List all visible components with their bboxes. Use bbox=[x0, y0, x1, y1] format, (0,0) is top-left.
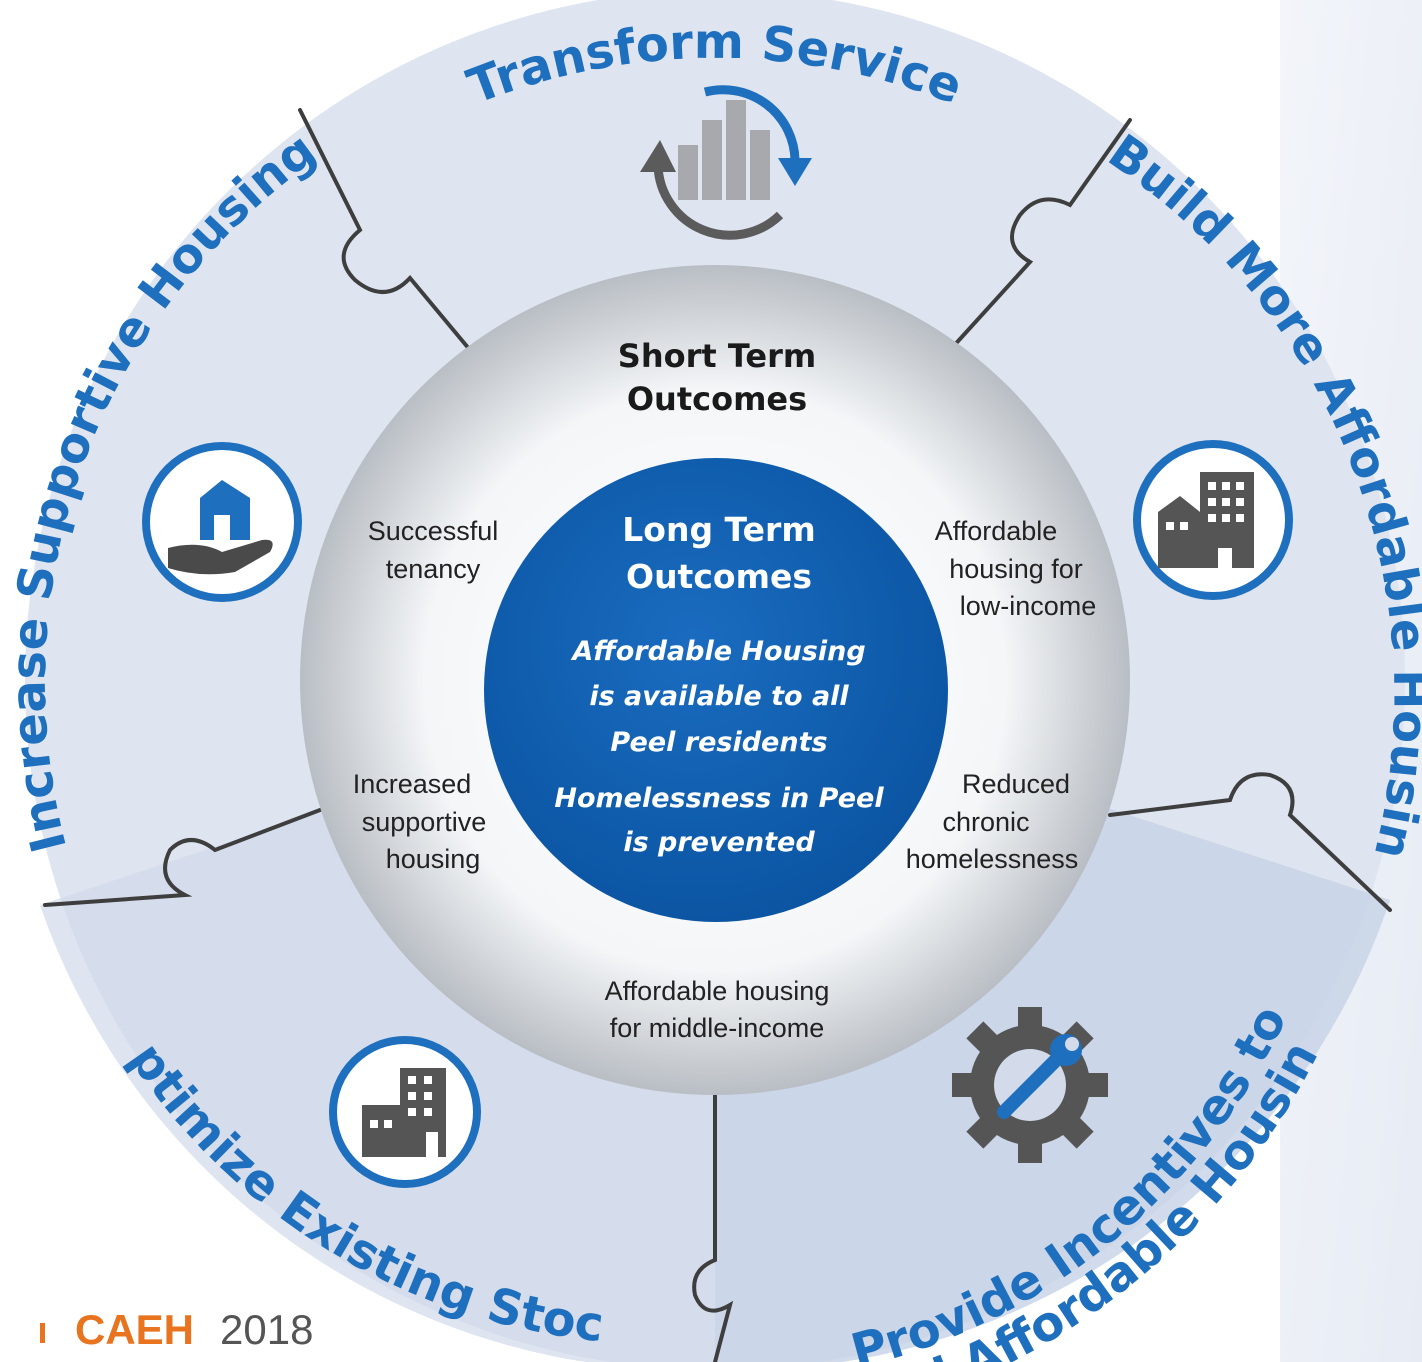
outcome-affordable-middle-2: for middle-income bbox=[610, 1013, 825, 1043]
outcome-affordable-low-3: low-income bbox=[960, 591, 1097, 621]
office-building-icon bbox=[329, 1036, 481, 1188]
short-term-heading-2: Outcomes bbox=[627, 380, 807, 418]
outcome-increased-supportive-1: Increased bbox=[353, 769, 472, 799]
footer-org: CAEH bbox=[75, 1306, 195, 1353]
short-term-heading-1: Short Term bbox=[618, 337, 816, 375]
refresh-chart-icon bbox=[640, 85, 812, 240]
long-term-circle bbox=[484, 458, 948, 922]
footer-year: 2018 bbox=[220, 1306, 314, 1353]
footer: CAEH 2018 bbox=[40, 1306, 313, 1354]
long-term-line-3: Peel residents bbox=[610, 727, 827, 758]
long-term-line-4: Homelessness in Peel bbox=[554, 783, 884, 814]
long-term-line-2: is available to all bbox=[589, 681, 849, 712]
outcome-affordable-low-1: Affordable bbox=[935, 516, 1058, 546]
outcome-successful-tenancy-2: tenancy bbox=[386, 554, 481, 584]
footer-accent-bar bbox=[40, 1322, 45, 1343]
outcome-reduced-chronic-3: homelessness bbox=[906, 844, 1079, 874]
hand-house-icon bbox=[142, 442, 302, 602]
long-term-heading-1: Long Term bbox=[622, 510, 815, 549]
buildings-icon bbox=[1133, 440, 1293, 600]
outcome-affordable-low-2: housing for bbox=[949, 554, 1083, 584]
outcome-reduced-chronic-1: Reduced bbox=[962, 769, 1070, 799]
long-term-heading-2: Outcomes bbox=[626, 557, 812, 596]
outcome-affordable-middle-1: Affordable housing bbox=[605, 976, 830, 1006]
gear-wrench-icon bbox=[952, 1007, 1108, 1163]
long-term-line-1: Affordable Housing bbox=[570, 636, 865, 667]
outcome-increased-supportive-3: housing bbox=[386, 844, 481, 874]
outcome-reduced-chronic-2: chronic bbox=[942, 807, 1029, 837]
outcome-increased-supportive-2: supportive bbox=[362, 807, 487, 837]
outcome-successful-tenancy-1: Successful bbox=[368, 516, 499, 546]
long-term-line-5: is prevented bbox=[623, 827, 815, 858]
